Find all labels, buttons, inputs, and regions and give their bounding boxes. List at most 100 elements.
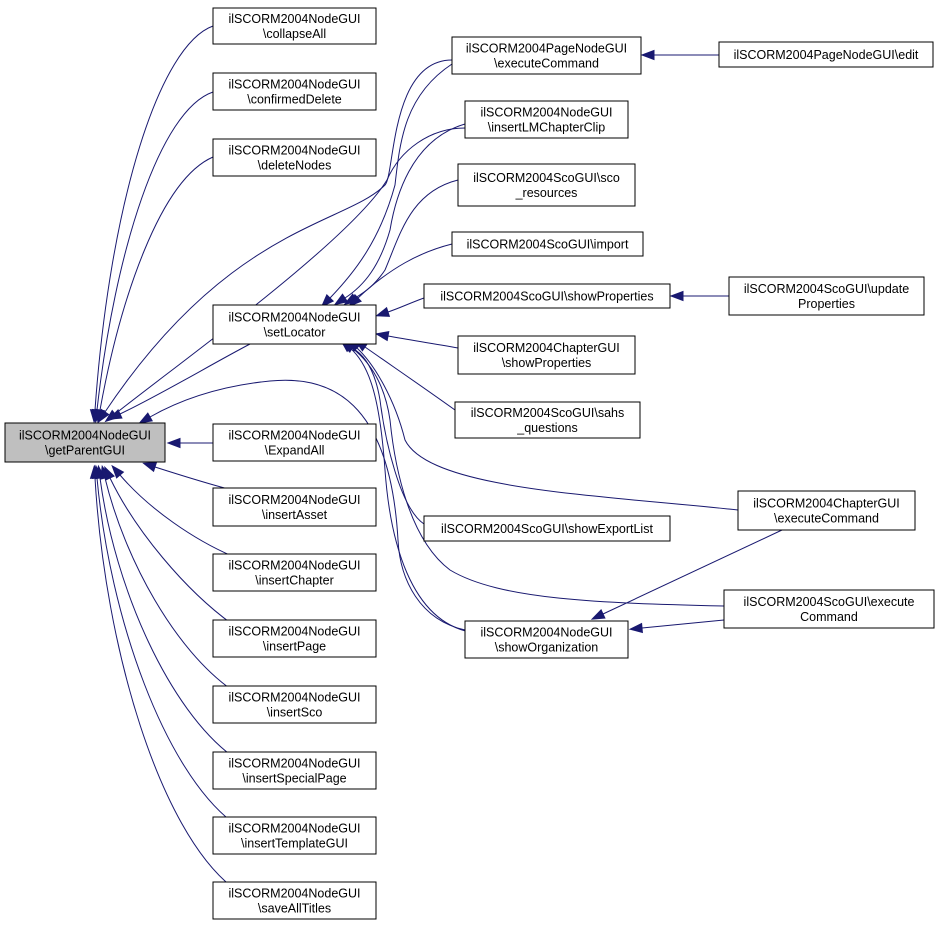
node-box — [451, 231, 644, 257]
edge-arrowhead — [375, 306, 391, 317]
node-label: ilSCORM2004ScoGUI\execute — [744, 595, 915, 609]
edge-arrowhead — [89, 464, 101, 479]
edge-line — [356, 347, 739, 511]
node-scoExecuteCommand[interactable]: ilSCORM2004ScoGUI\executeCommand — [723, 589, 935, 629]
edge-scoExecuteCommand-to-showOrganization — [628, 619, 725, 634]
node-label: ilSCORM2004ScoGUI\import — [467, 238, 629, 252]
node-box — [423, 515, 671, 542]
edge-line — [641, 619, 725, 629]
node-scoResources[interactable]: ilSCORM2004ScoGUI\sco_resources — [457, 163, 636, 207]
node-label: ilSCORM2004ScoGUI\update — [744, 282, 909, 296]
edge-line — [387, 297, 425, 313]
node-box — [454, 401, 641, 439]
node-label: \getParentGUI — [45, 444, 125, 458]
node-label: \insertSpecialPage — [242, 772, 346, 786]
node-setLocator[interactable]: ilSCORM2004NodeGUI\setLocator — [212, 304, 377, 345]
node-box — [737, 490, 916, 531]
node-showExportList[interactable]: ilSCORM2004ScoGUI\showExportList — [423, 515, 671, 542]
node-collapseAll[interactable]: ilSCORM2004NodeGUI\collapseAll — [212, 7, 377, 45]
edge-arrowhead — [374, 330, 390, 342]
node-insertLMChapterClip[interactable]: ilSCORM2004NodeGUI\insertLMChapterClip — [464, 100, 629, 139]
node-label: ilSCORM2004PageNodeGUI\edit — [734, 48, 919, 62]
edge-line — [602, 529, 783, 615]
node-label: ilSCORM2004NodeGUI — [481, 626, 613, 640]
edge-line — [349, 347, 471, 633]
node-root[interactable]: ilSCORM2004NodeGUI\getParentGUI — [4, 422, 166, 463]
node-insertAsset[interactable]: ilSCORM2004NodeGUI\insertAsset — [212, 487, 377, 527]
node-label: ilSCORM2004NodeGUI — [19, 429, 151, 443]
node-box — [212, 751, 377, 790]
node-showOrganization[interactable]: ilSCORM2004NodeGUI\showOrganization — [464, 620, 629, 659]
node-label: \collapseAll — [263, 27, 326, 41]
node-box — [212, 7, 377, 45]
edge-line — [96, 91, 214, 411]
node-saveAllTitles[interactable]: ilSCORM2004NodeGUI\saveAllTitles — [212, 881, 377, 920]
node-confirmedDelete[interactable]: ilSCORM2004NodeGUI\confirmedDelete — [212, 72, 377, 111]
node-expandAll[interactable]: ilSCORM2004NodeGUI\ExpandAll — [212, 423, 377, 462]
node-scoShowProperties[interactable]: ilSCORM2004ScoGUI\showProperties — [423, 283, 671, 309]
node-scoImport[interactable]: ilSCORM2004ScoGUI\import — [451, 231, 644, 257]
edge-expandAll-to-root — [166, 437, 213, 449]
edge-scoExecuteCommand-to-setLocator — [341, 339, 725, 607]
edge-arrowhead — [111, 464, 125, 479]
edge-line — [96, 477, 233, 823]
node-label: \setLocator — [264, 326, 326, 340]
edge-arrowhead — [640, 49, 655, 61]
node-chapterShowProperties[interactable]: ilSCORM2004ChapterGUI\showProperties — [457, 335, 636, 375]
node-label: \insertChapter — [255, 574, 334, 588]
edge-line — [104, 59, 453, 413]
node-label: \insertAsset — [262, 508, 328, 522]
node-label: ilSCORM2004ChapterGUI — [473, 341, 620, 355]
node-label: ilSCORM2004NodeGUI — [229, 493, 361, 507]
node-box — [212, 72, 377, 111]
edge-arrowhead — [166, 437, 181, 449]
edge-line — [329, 63, 453, 299]
node-box — [464, 100, 629, 139]
edge-line — [344, 123, 466, 299]
node-box — [212, 487, 377, 527]
node-box — [212, 304, 377, 345]
node-pageEdit[interactable]: ilSCORM2004PageNodeGUI\edit — [718, 41, 934, 68]
node-label: ilSCORM2004NodeGUI — [229, 429, 361, 443]
edge-line — [94, 25, 214, 411]
node-insertPage[interactable]: ilSCORM2004NodeGUI\insertPage — [212, 619, 377, 658]
node-label: ilSCORM2004NodeGUI — [229, 12, 361, 26]
edge-saveAllTitles-to-root — [89, 464, 233, 888]
edge-insertLMChapterClip-to-setLocator — [333, 123, 466, 306]
edge-line — [387, 335, 459, 349]
node-label: ilSCORM2004NodeGUI — [229, 887, 361, 901]
node-label: ilSCORM2004NodeGUI — [481, 106, 613, 120]
node-sahsQuestions[interactable]: ilSCORM2004ScoGUI\sahs_questions — [454, 401, 641, 439]
node-box — [212, 685, 377, 724]
node-box — [457, 163, 636, 207]
edge-line — [354, 179, 459, 299]
node-insertSpecialPage[interactable]: ilSCORM2004NodeGUI\insertSpecialPage — [212, 751, 377, 790]
node-box — [212, 423, 377, 462]
node-insertChapter[interactable]: ilSCORM2004NodeGUI\insertChapter — [212, 553, 377, 592]
node-box — [718, 41, 934, 68]
edge-insertAsset-to-root — [142, 462, 233, 491]
node-deleteNodes[interactable]: ilSCORM2004NodeGUI\deleteNodes — [212, 138, 377, 177]
node-box — [423, 283, 671, 309]
node-box — [464, 620, 629, 659]
node-insertSco[interactable]: ilSCORM2004NodeGUI\insertSco — [212, 685, 377, 724]
node-label: \deleteNodes — [258, 159, 332, 173]
node-label: \confirmedDelete — [247, 93, 342, 107]
edge-line — [99, 477, 233, 757]
edge-arrowhead — [669, 290, 684, 302]
node-box — [728, 276, 925, 316]
node-box — [212, 816, 377, 855]
edge-arrowhead — [104, 409, 119, 423]
node-insertTemplateGUI[interactable]: ilSCORM2004NodeGUI\insertTemplateGUI — [212, 816, 377, 855]
edge-confirmedDelete-to-root — [91, 91, 214, 424]
node-label: \executeCommand — [774, 512, 879, 526]
node-chapterExecuteCommand[interactable]: ilSCORM2004ChapterGUI\executeCommand — [737, 490, 916, 531]
edge-sahsQuestions-to-setLocator — [354, 339, 456, 411]
node-pageExecuteCommand[interactable]: ilSCORM2004PageNodeGUI\executeCommand — [451, 36, 642, 75]
edge-arrowhead — [97, 408, 110, 424]
node-label: \insertTemplateGUI — [241, 837, 348, 851]
node-box — [723, 589, 935, 629]
edge-pageExecuteCommand-to-setLocator — [320, 63, 453, 308]
node-label: ilSCORM2004NodeGUI — [229, 144, 361, 158]
